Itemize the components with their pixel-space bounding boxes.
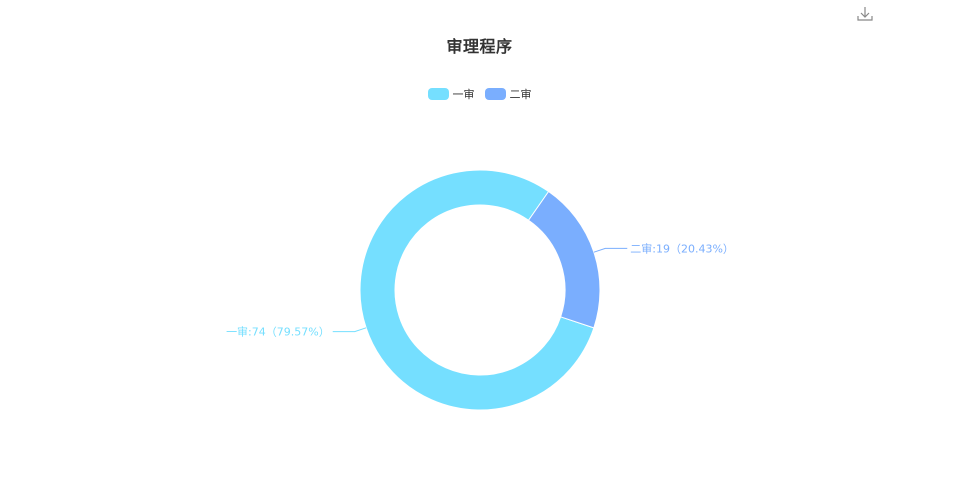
legend-label-1: 二审: [509, 88, 532, 101]
legend-label-0: 一审: [452, 88, 475, 101]
callout-line-1: [593, 247, 628, 253]
chart-title: 审理程序: [446, 37, 513, 56]
donut-slice-1[interactable]: [527, 190, 601, 329]
slice-label-1: 二审:19（20.43%）: [630, 241, 734, 255]
chart-legend: 一审 二审: [0, 86, 959, 102]
legend-item-0[interactable]: 一审: [427, 86, 475, 102]
download-icon[interactable]: [856, 5, 874, 23]
callout-line-0: [332, 327, 367, 333]
legend-item-1[interactable]: 二审: [484, 86, 532, 102]
legend-swatch-0: [427, 88, 449, 100]
slice-label-0: 一审:74（79.57%）: [226, 325, 330, 339]
donut-slice-0[interactable]: [359, 169, 595, 411]
legend-swatch-1: [484, 88, 506, 100]
